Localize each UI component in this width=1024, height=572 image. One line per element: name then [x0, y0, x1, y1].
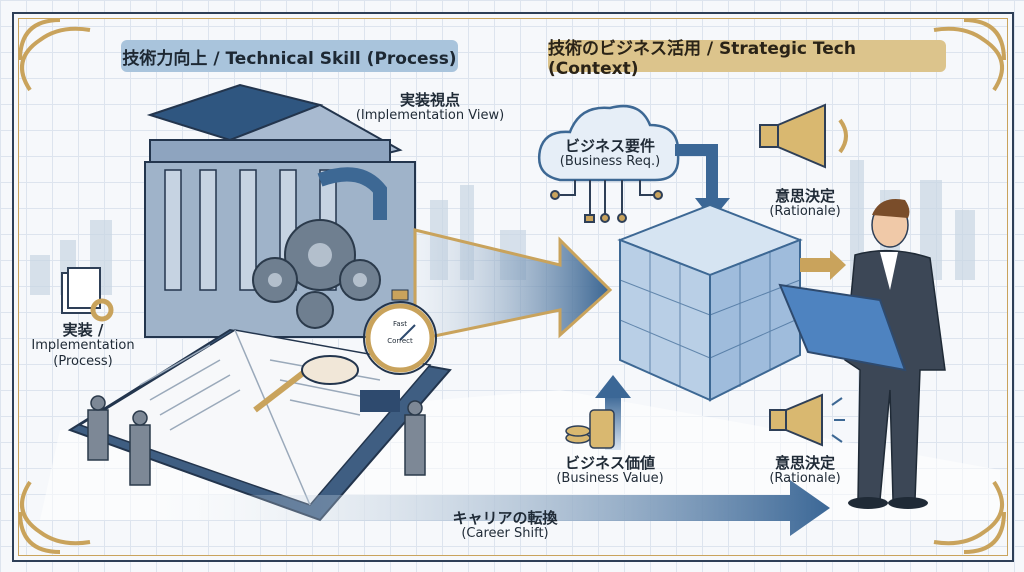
header-strategic-tech: 技術のビジネス活用 / Strategic Tech (Context) — [548, 39, 946, 79]
megaphone-icon-top — [759, 103, 848, 169]
label-en: (Rationale) — [769, 204, 841, 219]
label-business-value: ビジネス価値 (Business Value) — [545, 455, 675, 487]
label-jp: 意思決定 — [774, 187, 835, 205]
label-en: (Business Req.) — [559, 154, 661, 169]
label-jp: 実装視点 — [399, 91, 460, 109]
data-cube-illustration — [617, 203, 803, 402]
label-jp: キャリアの転換 — [452, 509, 558, 527]
coins-icon — [565, 409, 615, 449]
stopwatch-labels: Fast Correct — [380, 320, 420, 346]
label-en: (Business Value) — [556, 471, 664, 486]
label-implementation-view: 実装視点 (Implementation View) — [350, 92, 510, 124]
label-en: (Rationale) — [769, 471, 841, 486]
process-to-context-arrow — [413, 228, 613, 342]
ornament-corners — [18, 18, 1006, 554]
label-jp: 意思決定 — [774, 454, 835, 472]
open-book-illustration — [67, 328, 452, 522]
label-jp: ビジネス要件 — [564, 137, 655, 155]
label-rationale-bottom: 意思決定 (Rationale) — [760, 455, 850, 487]
document-gear-icon — [61, 267, 114, 322]
stopwatch-fast: Fast — [392, 320, 408, 328]
label-jp: 実装 / — [62, 321, 104, 339]
classical-building-illustration — [144, 83, 416, 338]
stopwatch-correct: Correct — [387, 337, 413, 345]
workers-illustration — [87, 395, 426, 486]
megaphone-icon-bottom — [769, 393, 845, 447]
label-business-req: ビジネス要件 (Business Req.) — [545, 138, 675, 170]
label-implementation: 実装 / Implementation (Process) — [18, 322, 148, 370]
label-en: (Implementation View) — [355, 108, 505, 123]
label-rationale-top: 意思決定 (Rationale) — [760, 188, 850, 220]
label-en: (Career Shift) — [461, 526, 549, 541]
decision-arrow — [800, 250, 846, 280]
stopwatch-icon — [363, 289, 437, 375]
header-technical-skill: 技術力向上 / Technical Skill (Process) — [121, 40, 458, 72]
label-sub: (Process) — [53, 354, 113, 369]
label-career-shift: キャリアの転換 (Career Shift) — [430, 510, 580, 542]
career-shift-arrow — [160, 480, 830, 536]
page-frame — [12, 12, 1014, 562]
requirement-arrow — [675, 144, 718, 200]
label-en: Implementation — [31, 338, 135, 353]
label-jp: ビジネス価値 — [564, 454, 655, 472]
businessman-illustration — [778, 199, 946, 509]
cloud-icon — [537, 104, 680, 223]
